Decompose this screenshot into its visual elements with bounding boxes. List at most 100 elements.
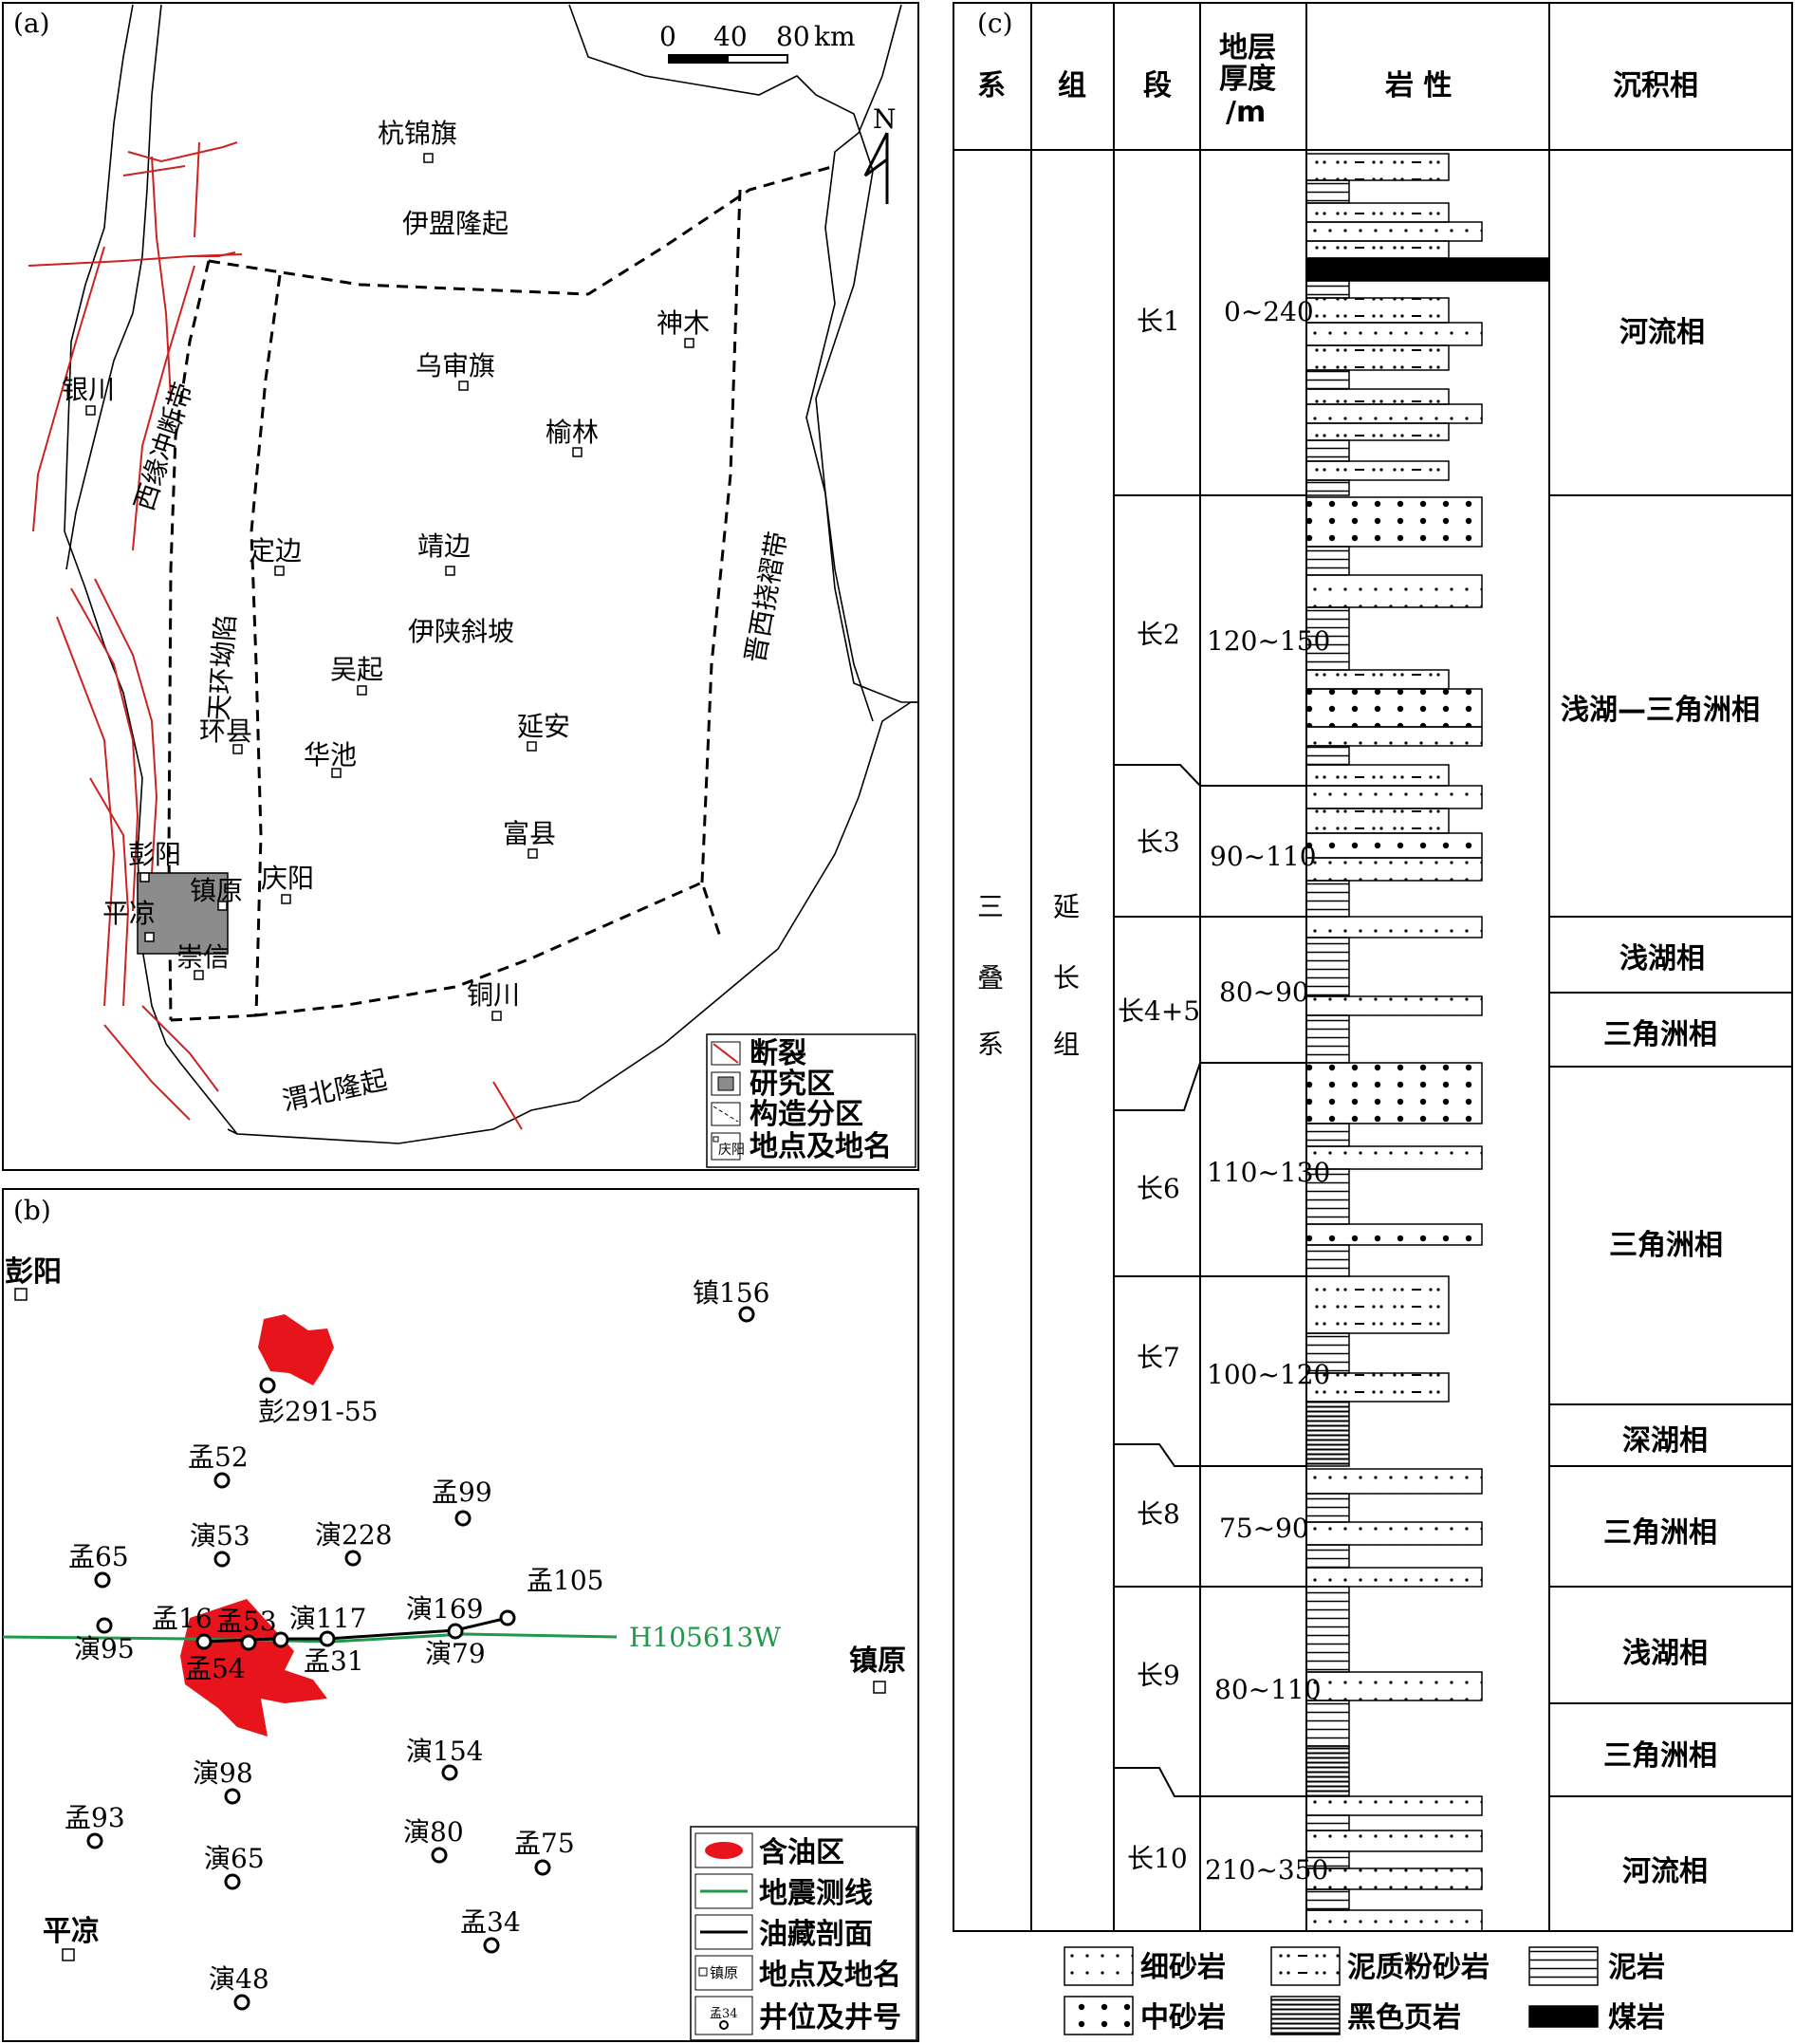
member-thickness: 75~90	[1219, 1513, 1309, 1544]
member-thickness: 90~110	[1210, 841, 1317, 872]
legend-study-area: 研究区	[749, 1068, 835, 1101]
well-label: 演79	[425, 1638, 486, 1669]
region-western-thrust: 西缘冲断带	[128, 379, 199, 514]
region-yishan-slope: 伊陕斜坡	[408, 616, 514, 647]
place-huanxian: 环县	[199, 715, 252, 747]
lith-legend-silt: 泥质粉砂岩	[1347, 1951, 1490, 1984]
place-huachi: 华池	[304, 739, 357, 771]
region-jinxi: 晋西挠褶带	[739, 530, 793, 666]
place-markers	[85, 153, 694, 1021]
scale-tick-80: 80	[776, 21, 810, 52]
place-yulin: 榆林	[546, 417, 599, 448]
region-tianhuan: 天环坳陷	[203, 613, 242, 721]
region-weibei: 渭北隆起	[280, 1064, 390, 1117]
member-thickness: 120~150	[1207, 625, 1330, 657]
member-name: 长10	[1127, 1843, 1188, 1874]
place-zhenyuan: 镇原	[190, 875, 243, 906]
legend-oil: 含油区	[759, 1836, 844, 1869]
lith-legend-shale: 黑色页岩	[1347, 2001, 1461, 2035]
facies: 三角洲相	[1609, 1229, 1723, 1262]
place-yanan: 延安	[517, 711, 570, 742]
scale-tick-40: 40	[713, 21, 748, 52]
facies: 浅湖相	[1619, 942, 1705, 976]
member-name: 长7	[1137, 1342, 1180, 1373]
scale-unit: km	[814, 21, 856, 52]
member-name: 长8	[1137, 1498, 1180, 1530]
well-label: 演117	[289, 1603, 366, 1634]
header-formation: 组	[1058, 69, 1086, 102]
region-yimeng: 伊盟隆起	[402, 208, 509, 239]
well-label: 孟34	[460, 1906, 521, 1938]
place-tongchuan: 铜川	[467, 979, 520, 1011]
header-facies: 沉积相	[1613, 69, 1698, 102]
legend-tectonic: 构造分区	[749, 1098, 863, 1131]
legend-place-icon: 镇原	[710, 1964, 738, 1981]
header-thickness: 厚度	[1219, 63, 1276, 96]
member-name: 长6	[1137, 1173, 1180, 1204]
well-label: 孟65	[68, 1541, 129, 1572]
scale-bar	[668, 54, 788, 64]
member-name: 长3	[1137, 827, 1180, 858]
formation-char: 组	[1053, 1029, 1080, 1060]
well-label: 彭291-55	[258, 1396, 379, 1427]
member-thickness: 110~130	[1207, 1157, 1330, 1188]
member-name: 长1	[1137, 306, 1180, 337]
place-chongxin: 崇信	[176, 941, 230, 973]
lith-legend-mud: 泥岩	[1608, 1951, 1665, 1984]
member-thickness: 0~240	[1224, 296, 1314, 327]
system-char: 系	[977, 1029, 1004, 1060]
legend-seismic: 地震测线	[759, 1877, 873, 1910]
tectonic-divisions	[167, 164, 836, 1022]
legend-a	[706, 1033, 916, 1168]
facies: 深湖相	[1622, 1424, 1708, 1458]
well-label: 演65	[204, 1843, 265, 1874]
member-thickness: 210~350	[1205, 1854, 1328, 1886]
well-label: 演98	[193, 1757, 253, 1789]
place-fuxian: 富县	[503, 818, 556, 849]
seismic-line-label: H105613W	[629, 1622, 781, 1653]
oil-area-north	[258, 1314, 334, 1385]
system-char: 叠	[977, 962, 1004, 994]
b-place-pingliang: 平凉	[43, 1915, 100, 1948]
facies: 三角洲相	[1603, 1739, 1717, 1773]
legend-well-icon: 孟34	[710, 2007, 738, 2021]
place-dingbian: 定边	[249, 535, 302, 567]
legend-reservoir: 油藏剖面	[759, 1918, 873, 1951]
well-label: 演48	[209, 1963, 269, 1995]
basin-outline	[64, 4, 918, 1144]
well-label: 演154	[406, 1736, 483, 1767]
well-label: 演80	[403, 1816, 464, 1848]
legend-fault: 断裂	[749, 1037, 806, 1070]
b-place-zhenyuan: 镇原	[849, 1644, 906, 1678]
well-label: 镇156	[693, 1277, 769, 1309]
formation-char: 长	[1053, 962, 1080, 994]
oil-area-main	[180, 1599, 327, 1737]
well-label: 孟99	[432, 1477, 492, 1508]
member-thickness: 80~90	[1219, 976, 1309, 1008]
lith-legend-fine-sand: 细砂岩	[1140, 1951, 1226, 1984]
facies: 河流相	[1619, 316, 1705, 349]
well-label: 孟52	[188, 1441, 249, 1473]
place-shenmu: 神木	[657, 307, 710, 339]
well-label: 演53	[190, 1520, 250, 1552]
legend-place-icon-text: 庆阳	[718, 1143, 745, 1158]
formation-char: 延	[1053, 891, 1080, 922]
facies: 河流相	[1622, 1855, 1708, 1888]
facies: 三角洲相	[1603, 1516, 1717, 1550]
lith-legend-med-sand: 中砂岩	[1140, 2001, 1226, 2035]
well-label: 孟105	[527, 1565, 603, 1596]
place-wuqi: 吴起	[330, 654, 383, 685]
system-char: 三	[977, 891, 1004, 922]
header-strata: 地层	[1219, 31, 1276, 65]
member-name: 长2	[1137, 619, 1180, 650]
legend-b-place: 地点及地名	[759, 1959, 901, 1992]
well-label: 孟16	[152, 1603, 213, 1634]
panel-c-label: (c)	[977, 8, 1013, 39]
north-arrow-icon	[863, 132, 889, 204]
place-jingbian: 靖边	[417, 530, 471, 562]
place-hangjinqi: 杭锦旗	[378, 118, 457, 149]
place-pingliang: 平凉	[102, 898, 156, 929]
place-yinchuan: 银川	[62, 374, 115, 405]
facies: 浅湖相	[1622, 1637, 1708, 1670]
